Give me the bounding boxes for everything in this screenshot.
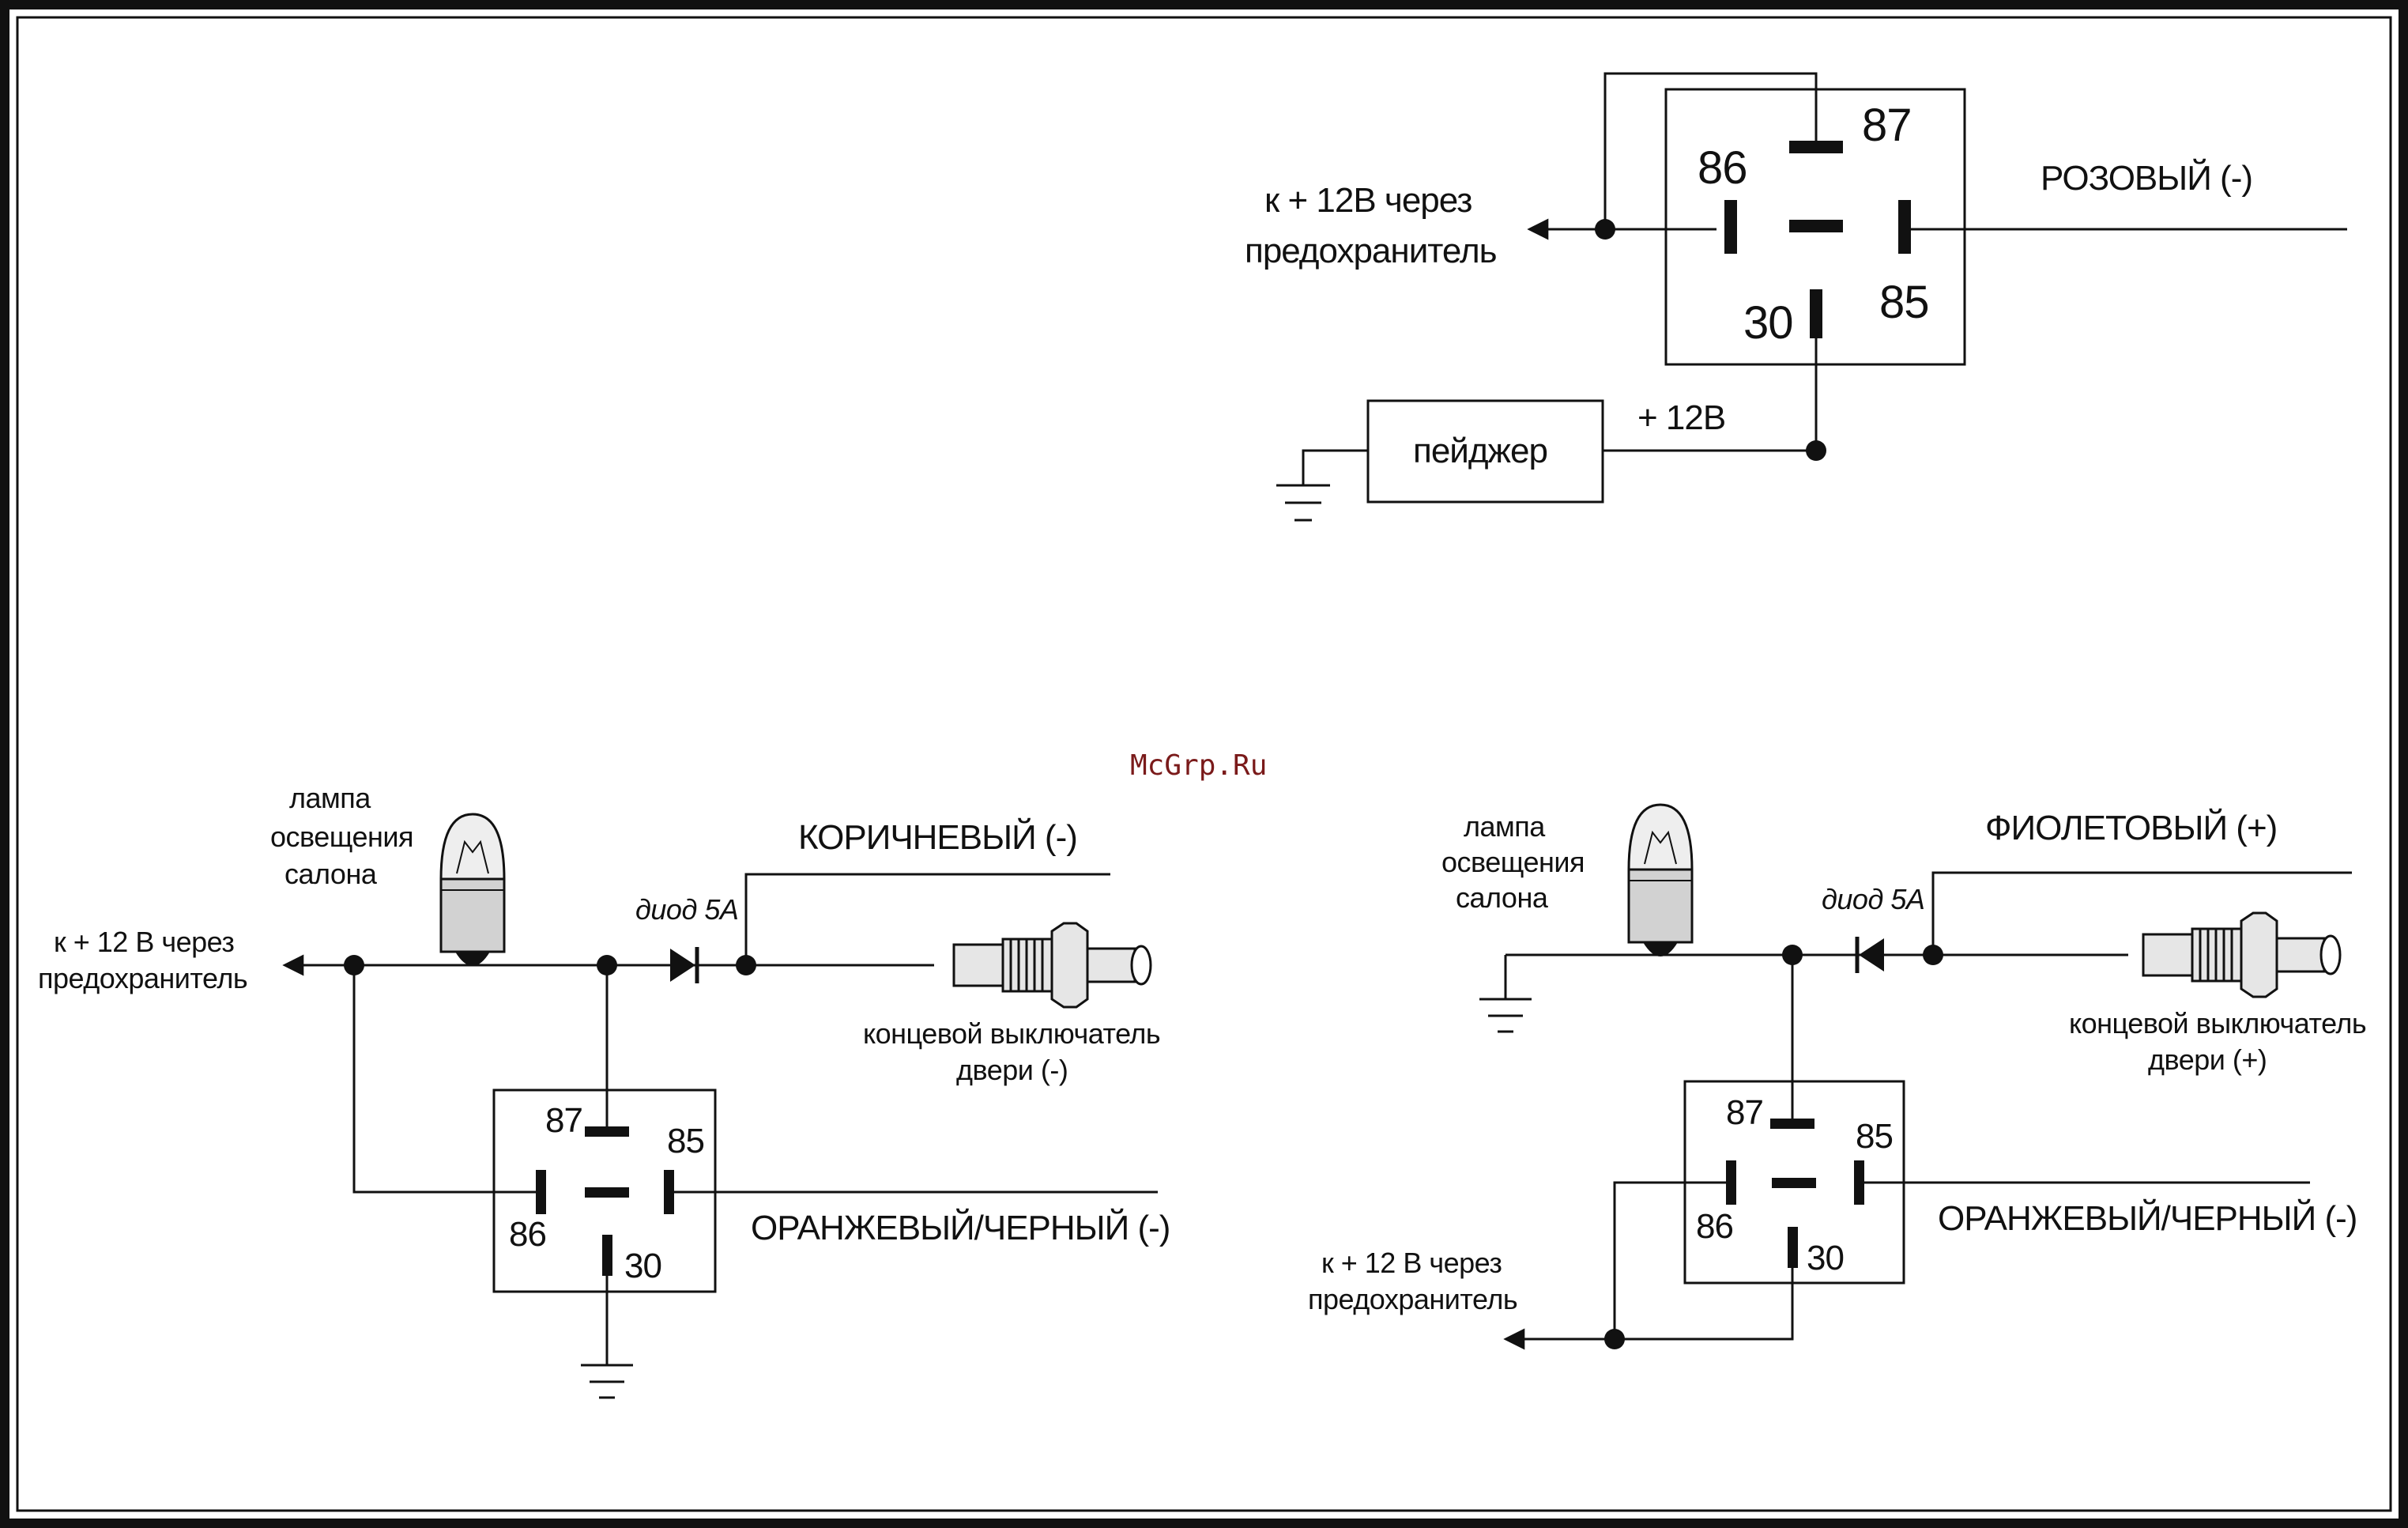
right-junction-violet [1923, 945, 1943, 965]
right-supply-label-1: к + 12 В через [1321, 1247, 1502, 1279]
right-pin-85-label: 85 [1856, 1117, 1893, 1156]
top-supply-label-2: предохранитель [1245, 232, 1497, 270]
right-relay-contacts [1726, 1119, 1864, 1268]
right-pin-30-label: 30 [1807, 1239, 1844, 1277]
right-pin-86-label: 86 [1696, 1207, 1733, 1246]
right-contact-85 [1854, 1160, 1864, 1205]
right-diode-label: диод 5А [1822, 883, 1924, 915]
right-wire-violet [1931, 871, 2352, 955]
top-pin-30-label: 30 [1743, 297, 1793, 349]
right-junction-87 [1782, 945, 1803, 965]
right-switch-label-1: концевой выключатель [2069, 1007, 2366, 1039]
left-relay-contacts [536, 1126, 674, 1276]
top-plus12-label: + 12В [1637, 398, 1725, 437]
left-contact-85 [664, 1170, 674, 1214]
left-junctions [344, 955, 756, 975]
left-switch-label-2: двери (-) [956, 1054, 1068, 1086]
top-junction-supply [1595, 219, 1615, 240]
left-circuit [282, 873, 1158, 1399]
top-pin-85-label: 85 [1879, 277, 1929, 328]
left-lamp-label-1: лампа [289, 782, 371, 814]
right-lamp-label-2: освещения [1441, 846, 1585, 878]
top-junctions [1595, 219, 1826, 461]
left-diode-label: диод 5А [635, 893, 738, 926]
right-wire-30 [1615, 1266, 1794, 1341]
left-diode [670, 947, 699, 983]
pager-label: пейджер [1413, 432, 1547, 470]
top-circuit [1276, 72, 2347, 522]
page-inner-border [16, 16, 2392, 1512]
top-wire-pink-label: РОЗОВЫЙ (-) [2041, 157, 2252, 198]
right-switch-label-2: двери (+) [2148, 1043, 2267, 1076]
right-junction-supply [1604, 1329, 1625, 1349]
left-pin-87-label: 87 [545, 1101, 582, 1140]
left-wire-brown-label: КОРИЧНЕВЫЙ (-) [798, 817, 1077, 857]
left-wire-brown [744, 873, 1110, 965]
left-door-switch [952, 922, 1152, 1009]
left-lamp-label-3: салона [285, 858, 378, 890]
top-pin-87-label: 87 [1862, 100, 1912, 151]
right-contact-86 [1726, 1160, 1736, 1205]
right-wire-86 [1613, 1181, 1726, 1339]
right-diode [1855, 937, 1884, 973]
right-supply-label-2: предохранитель [1308, 1283, 1517, 1315]
top-ground-wire [1302, 449, 1368, 485]
top-pin-86-label: 86 [1698, 142, 1747, 194]
right-pin-87-label: 87 [1726, 1093, 1763, 1132]
top-contact-30 [1810, 289, 1822, 338]
left-junction-87 [597, 955, 617, 975]
left-contact-center [585, 1187, 629, 1198]
right-door-switch [2142, 911, 2342, 998]
right-junctions [1604, 945, 1943, 1349]
top-contact-85 [1898, 200, 1911, 254]
left-supply-label-1: к + 12 В через [54, 926, 234, 958]
left-lamp [439, 813, 506, 966]
right-wire-violet-label: ФИОЛЕТОВЫЙ (+) [1985, 807, 2277, 847]
left-lamp-label-2: освещения [270, 821, 413, 853]
left-wire-orange-label: ОРАНЖЕВЫЙ/ЧЕРНЫЙ (-) [751, 1207, 1170, 1247]
right-wire-orange-label: ОРАНЖЕВЫЙ/ЧЕРНЫЙ (-) [1938, 1198, 2357, 1238]
right-contact-87 [1770, 1119, 1814, 1129]
left-pin-30-label: 30 [624, 1247, 661, 1285]
left-contact-86 [536, 1170, 546, 1214]
left-contact-30 [602, 1235, 612, 1276]
left-pin-86-label: 86 [509, 1215, 546, 1254]
left-junction-brown [736, 955, 756, 975]
top-junction-plus12 [1806, 440, 1826, 461]
watermark: McGrp.Ru [1130, 749, 1267, 782]
top-wire-87-loop [1603, 72, 1818, 229]
left-junction-supply [344, 955, 364, 975]
right-lamp [1627, 803, 1694, 956]
left-supply-label-2: предохранитель [38, 962, 247, 994]
top-relay-contacts [1724, 141, 1911, 338]
right-contact-30 [1788, 1227, 1798, 1268]
left-wire-86 [352, 965, 536, 1194]
right-circuit [1479, 871, 2352, 1350]
left-contact-87 [585, 1126, 629, 1137]
top-contact-86 [1724, 200, 1737, 254]
top-contact-center [1789, 220, 1843, 232]
right-lamp-label-3: салона [1456, 881, 1549, 914]
left-pin-85-label: 85 [667, 1122, 704, 1160]
top-contact-87 [1789, 141, 1843, 153]
right-lamp-label-1: лампа [1464, 810, 1546, 843]
right-contact-center [1772, 1178, 1816, 1188]
left-switch-label-1: концевой выключатель [863, 1017, 1160, 1050]
top-supply-label-1: к + 12В через [1264, 181, 1472, 220]
